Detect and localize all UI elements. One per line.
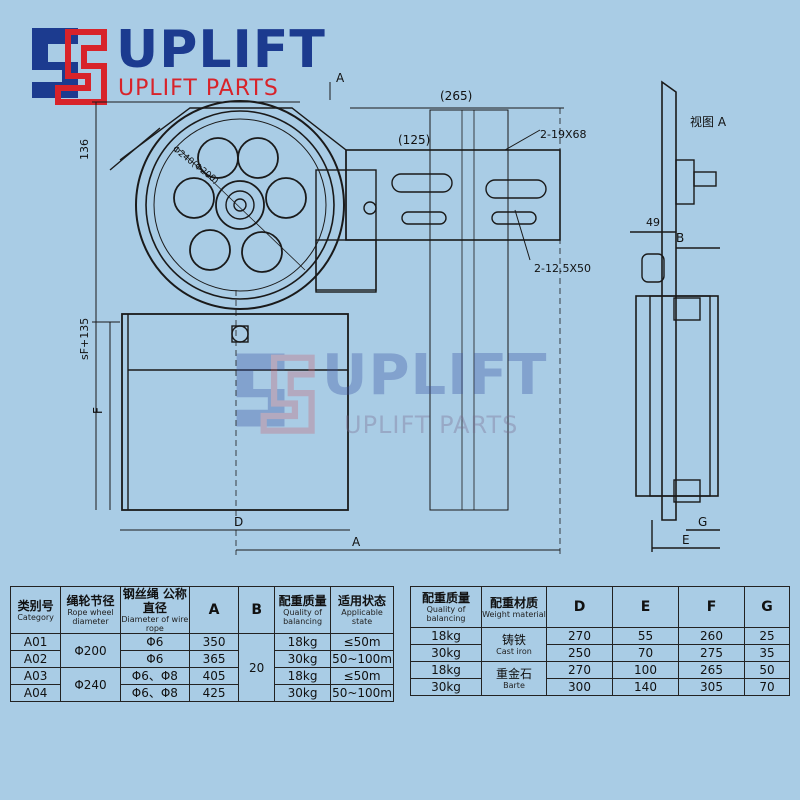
watermark-subtitle: UPLIFT PARTS [344,411,519,439]
dim-d: D [234,515,243,529]
cell-weight: 30kg [410,644,482,662]
dim-f: F [91,407,105,414]
cell-state: 50~100m [330,684,394,702]
cell-e: 100 [612,661,679,679]
wheel-diameter-label: Φ240(Φ200) [170,144,220,186]
cell-f: 275 [678,644,745,662]
cell-rope: Φ6、Φ8 [119,667,190,685]
slot-lower: 2-12.5X50 [534,262,591,275]
dim-sf135: sF+135 [78,318,91,360]
cell-a: 405 [188,667,240,685]
cell-f: 265 [678,661,745,679]
dim-125: (125) [398,133,430,147]
cell-category: A01 [9,633,62,651]
cell-g: 25 [744,627,790,645]
cell-weight: 18kg [410,661,482,679]
cell-state: 50~100m [330,650,394,668]
cell-state: ≤50m [330,633,394,651]
cell-d: 300 [546,678,613,696]
header-e: E [612,586,679,628]
logo: UPLIFT UPLIFT PARTS [18,18,338,108]
header-g: G [744,586,790,628]
cell-rope: Φ6 [119,633,190,651]
watermark-brand: UPLIFT [322,343,548,408]
logo-subtitle: UPLIFT PARTS [118,76,279,101]
header-b: B [238,586,276,634]
header-a: A [188,586,240,634]
table-row: A01 Φ200 Φ6 350 20 18kg ≤50m [9,633,394,702]
rail-bracket [345,109,561,511]
watermark-mark-icon [236,353,315,434]
side-view [630,80,720,552]
cell-category: A03 [9,667,62,685]
cell-state: ≤50m [330,667,394,685]
front-view [109,100,377,511]
dim-136: 136 [78,139,91,160]
cell-rope: Φ6、Φ8 [119,684,190,702]
cell-b: 20 [238,633,276,702]
dim-g: G [698,515,707,529]
cell-d: 270 [546,661,613,679]
cell-e: 70 [612,644,679,662]
header-d: D [546,586,613,628]
dim-e: E [682,533,690,547]
cell-a: 365 [188,650,240,668]
cell-d: 250 [546,644,613,662]
dim-49: 49 [646,216,660,229]
cell-weight: 18kg [274,633,332,651]
cell-category: A04 [9,684,62,702]
cell-wheel-240: Φ240 [60,667,121,702]
cell-weight: 18kg [410,627,482,645]
logo-brand: UPLIFT [116,20,326,80]
table-row: 30kg 250 70 275 35 [410,644,790,662]
cell-a: 350 [188,633,240,651]
dimension-lines [92,82,564,555]
technical-drawing: A (265) (125) 2-19X68 2-12.5X50 136 sF+1… [78,71,727,555]
table-row: A03 Φ240 Φ6、Φ8 405 18kg ≤50m [9,667,394,702]
cell-weight: 30kg [274,650,332,668]
cell-e: 55 [612,627,679,645]
table-row: A04 Φ6、Φ8 425 30kg 50~100m [9,684,394,702]
cell-g: 35 [744,644,790,662]
cell-f: 305 [678,678,745,696]
cell-weight: 30kg [410,678,482,696]
dim-a-bottom: A [352,535,361,549]
table-row: 30kg 300 140 305 70 [410,678,790,696]
cell-d: 270 [546,627,613,645]
cell-e: 140 [612,678,679,696]
header-f: F [678,586,745,628]
dim-b: B [676,231,684,245]
cell-g: 50 [744,661,790,679]
cell-category: A02 [9,650,62,668]
cell-weight: 30kg [274,684,332,702]
dim-265: (265) [440,89,472,103]
cell-g: 70 [744,678,790,696]
cell-rope: Φ6 [119,650,190,668]
dim-a-top: A [336,71,345,85]
watermark: UPLIFT UPLIFT PARTS [222,340,602,450]
view-a-label: 视图 A [690,114,727,129]
cell-wheel-200: Φ200 [60,633,121,668]
cell-a: 425 [188,684,240,702]
cell-weight: 18kg [274,667,332,685]
slot-upper: 2-19X68 [540,128,587,141]
cell-f: 260 [678,627,745,645]
